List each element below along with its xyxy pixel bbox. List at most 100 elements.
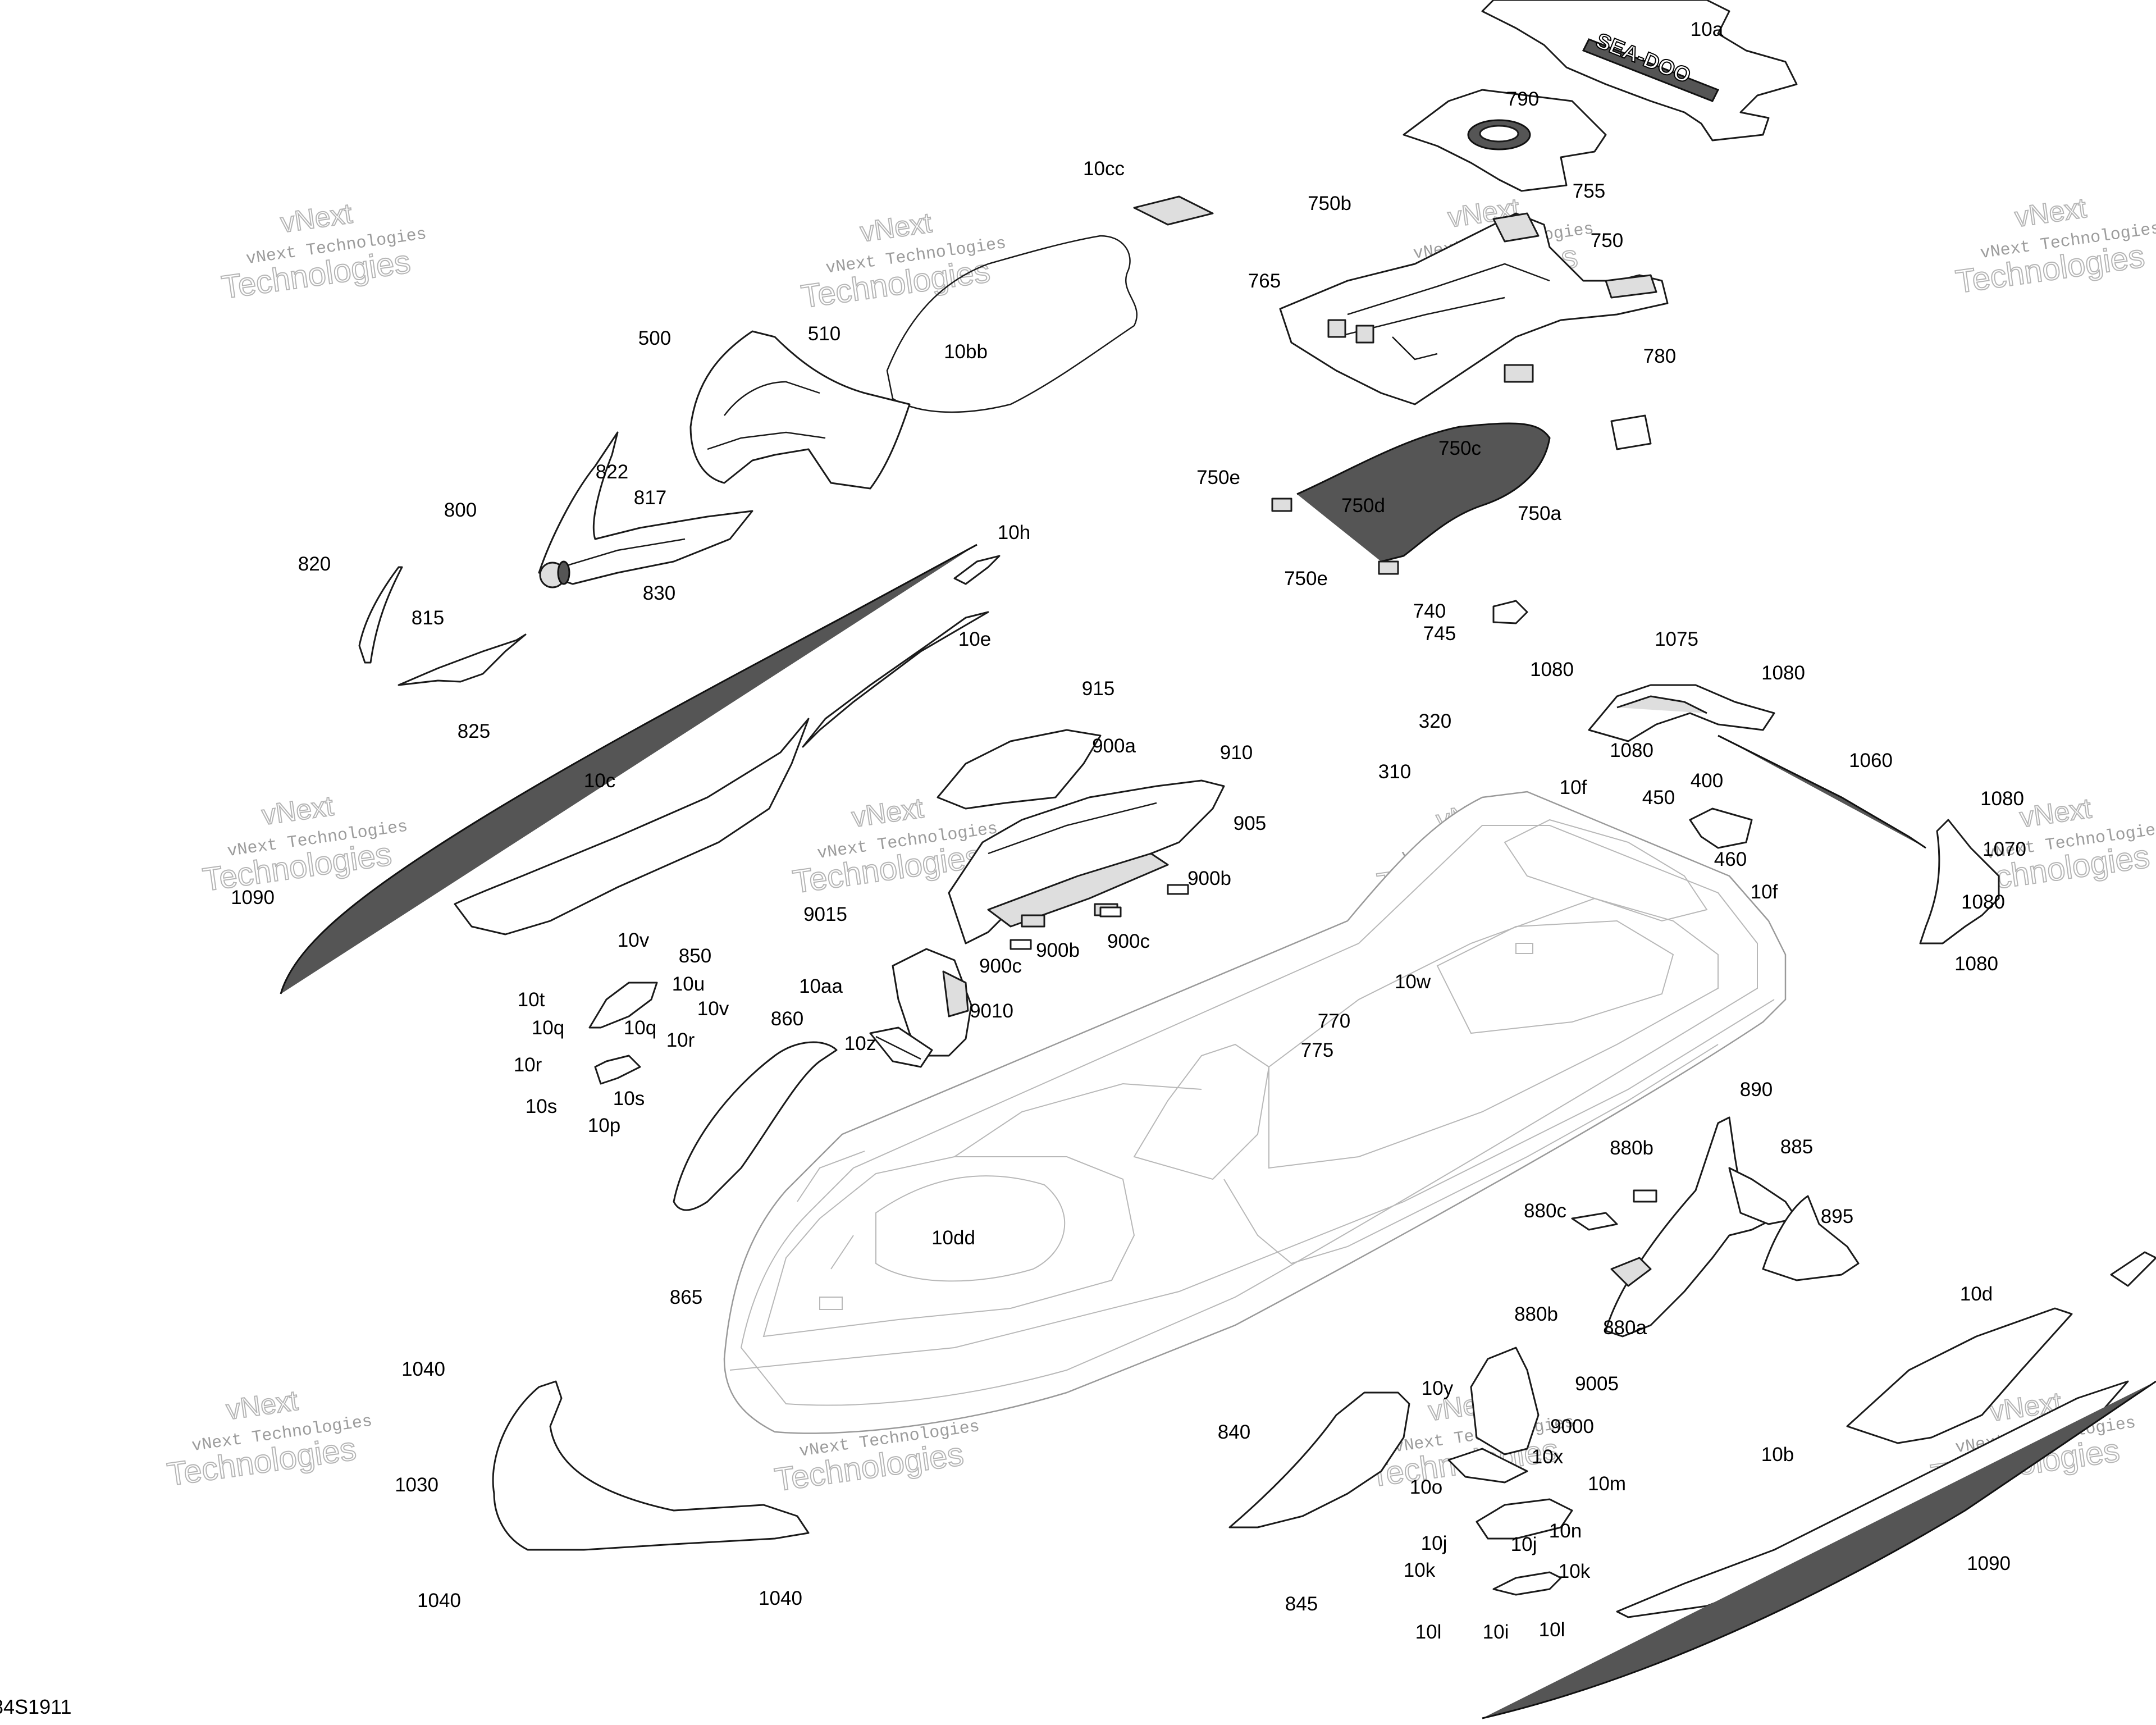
callout-780: 780	[1643, 345, 1676, 367]
seal-10bb	[886, 235, 1138, 413]
callout-9015: 9015	[803, 903, 847, 925]
callout-10u: 10u	[672, 973, 705, 995]
callout-1040_b: 1040	[417, 1590, 461, 1612]
callout-1090_b: 1090	[1967, 1553, 2011, 1575]
rail-1060	[1718, 734, 1926, 849]
watermark-small: vNext	[278, 198, 354, 239]
callout-1040_a: 1040	[401, 1358, 445, 1380]
watermark: vNext vNext Technologies Technologies	[1953, 191, 2156, 301]
callout-1080_f: 1080	[1954, 953, 1998, 975]
callout-10q_a: 10q	[532, 1017, 564, 1039]
gasket-10cc	[1133, 195, 1214, 226]
callout-800: 800	[444, 499, 477, 521]
pad-780	[1504, 364, 1652, 450]
callout-10o: 10o	[1410, 1476, 1442, 1498]
decal-10h	[953, 555, 1001, 585]
callout-9000: 9000	[1550, 1416, 1594, 1438]
callout-10a: 10a	[1691, 19, 1724, 40]
callout-745: 745	[1423, 623, 1456, 645]
rubrail-1090	[1482, 1380, 2156, 1719]
deck-decal-10a: SEA-DOO	[1481, 0, 1798, 142]
callout-885: 885	[1780, 1136, 1813, 1158]
watermark-small: vNext	[2013, 192, 2088, 233]
side-panel-880a	[1571, 1116, 1798, 1338]
watermark-small: vNext	[2018, 792, 2093, 833]
hook-400	[1689, 807, 1753, 849]
callout-10dd: 10dd	[931, 1227, 975, 1249]
watermark-small: vNext	[858, 207, 934, 248]
deck-mat-790	[1403, 89, 1607, 192]
callout-10m: 10m	[1588, 1473, 1626, 1495]
callout-1080_c: 1080	[1610, 740, 1653, 761]
clip-750e	[1378, 560, 1399, 575]
watermark: vNext vNext Technologies Technologies	[165, 1384, 373, 1494]
side-panel-840	[1228, 1391, 1410, 1528]
callout-10l_b: 10l	[1539, 1619, 1565, 1641]
decal-10e	[802, 611, 989, 748]
callout-865: 865	[670, 1286, 702, 1308]
callout-910: 910	[1220, 742, 1253, 764]
callout-750a: 750a	[1518, 503, 1561, 524]
watermark-small: vNext	[850, 792, 925, 833]
front-panel-800	[538, 431, 753, 588]
bracket-740	[1492, 600, 1528, 624]
callout-750d: 750d	[1341, 495, 1385, 517]
callout-825: 825	[458, 720, 490, 742]
callout-10e: 10e	[958, 628, 991, 650]
callout-915: 915	[1082, 678, 1114, 700]
callout-840: 840	[1218, 1421, 1250, 1443]
callout-890: 890	[1740, 1079, 1773, 1101]
callout-880b_a: 880b	[1610, 1137, 1653, 1159]
callout-750e: 750e	[1196, 467, 1240, 489]
callout-10v_b: 10v	[697, 998, 729, 1020]
callout-900b_b: 900b	[1036, 939, 1080, 961]
callout-10j_a: 10j	[1421, 1532, 1447, 1554]
callout-320: 320	[1419, 710, 1451, 732]
callout-740: 740	[1413, 600, 1446, 622]
watermark: vNext vNext Technologies Technologies	[200, 790, 409, 899]
bracket-10t	[588, 982, 658, 1085]
stern-bumper-1075	[1588, 684, 1775, 742]
callout-10r_a: 10r	[514, 1054, 542, 1076]
callout-770: 770	[1318, 1010, 1350, 1032]
callout-1030: 1030	[395, 1474, 438, 1496]
callout-850: 850	[679, 945, 711, 967]
callout-822: 822	[596, 461, 628, 483]
callout-10t: 10t	[518, 989, 545, 1011]
callout-10x: 10x	[1532, 1446, 1564, 1468]
callout-10bb: 10bb	[944, 341, 988, 363]
clip-750e	[1271, 498, 1292, 512]
callout-815: 815	[412, 607, 444, 629]
callout-765: 765	[1248, 270, 1281, 292]
callout-10w: 10w	[1395, 971, 1431, 993]
deck-panel-750	[1279, 212, 1669, 405]
trim-820	[358, 566, 403, 664]
callout-900c_a: 900c	[1107, 930, 1150, 952]
callout-905: 905	[1234, 813, 1266, 834]
rubrail-1090	[280, 544, 977, 994]
callout-10p: 10p	[588, 1115, 620, 1137]
callout-10v_a: 10v	[618, 929, 650, 951]
callout-750b: 750b	[1308, 193, 1351, 215]
hull	[723, 791, 1787, 1434]
callout-labels: 10a790755750b75010cc76578051010bb500750c…	[231, 19, 2026, 1643]
callout-9010: 9010	[970, 1000, 1013, 1022]
callout-817: 817	[634, 487, 666, 509]
callout-900a: 900a	[1092, 735, 1136, 757]
callout-460: 460	[1714, 848, 1747, 870]
callout-1060: 1060	[1849, 750, 1893, 772]
callout-900b_a: 900b	[1187, 868, 1231, 889]
callout-1080_d: 1080	[1980, 788, 2024, 810]
cover-500	[689, 330, 911, 490]
decal-10d	[1846, 1307, 2073, 1444]
callout-750e_b: 750e	[1284, 568, 1328, 590]
callout-450: 450	[1642, 787, 1675, 809]
callout-10l_a: 10l	[1415, 1621, 1442, 1643]
callout-10z: 10z	[844, 1033, 876, 1055]
callout-500: 500	[638, 327, 671, 349]
callout-1075: 1075	[1655, 628, 1698, 650]
callout-510: 510	[808, 323, 841, 345]
decal-10c	[454, 718, 810, 935]
callout-10n: 10n	[1549, 1520, 1582, 1542]
trim-815	[398, 633, 527, 686]
